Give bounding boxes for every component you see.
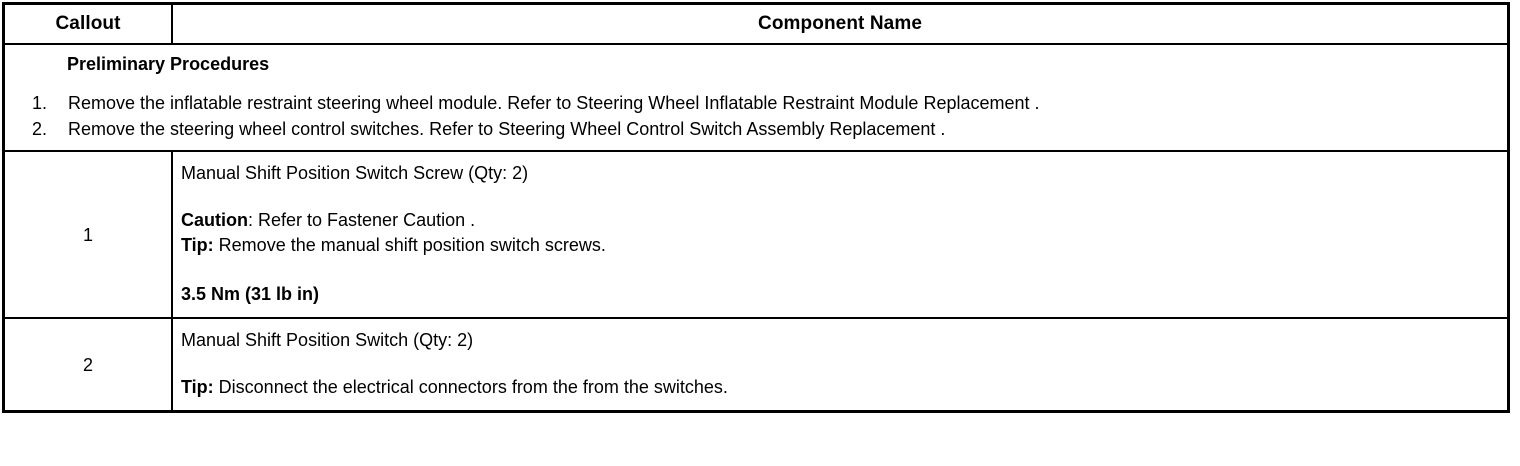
list-item: 2. Remove the steering wheel control swi… [5,116,1501,142]
callout-number-1: 1 [3,150,173,319]
caution-text: : Refer to Fastener Caution . [248,210,476,230]
spacer [181,353,1499,375]
torque-specification: 3.5 Nm (31 lb in) [181,284,320,304]
callout-component-table: Callout Component Name Preliminary Proce… [2,2,1510,413]
tip-line: Tip: Disconnect the electrical connector… [181,375,1499,400]
list-item: 1. Remove the inflatable restraint steer… [5,90,1501,116]
list-item-text: Remove the steering wheel control switch… [68,119,946,139]
tip-text: Remove the manual shift position switch … [213,235,606,255]
component-description-1: Manual Shift Position Switch Screw (Qty:… [171,150,1509,319]
caution-line: Caution: Refer to Fastener Caution . [181,208,1499,233]
preliminary-procedures-cell: Preliminary Procedures 1. Remove the inf… [3,43,1509,152]
table-row: 2 Manual Shift Position Switch (Qty: 2) … [3,317,1509,412]
preliminary-procedures-title: Preliminary Procedures [67,54,270,74]
component-name-text: Manual Shift Position Switch Screw (Qty:… [181,163,529,183]
column-header-callout: Callout [3,3,173,45]
component-name-text: Manual Shift Position Switch (Qty: 2) [181,330,474,350]
list-item-text: Remove the inflatable restraint steering… [68,93,1040,113]
table-row: 1 Manual Shift Position Switch Screw (Qt… [3,150,1509,319]
spacer [181,258,1499,282]
tip-line: Tip: Remove the manual shift position sw… [181,233,1499,258]
tip-label: Tip: [181,235,214,255]
preliminary-steps-list: 1. Remove the inflatable restraint steer… [5,90,1501,142]
table-header-row: Callout Component Name [3,3,1509,45]
preliminary-procedures-row: Preliminary Procedures 1. Remove the inf… [3,43,1509,152]
column-header-component-name: Component Name [171,3,1509,45]
callout-number-2: 2 [3,317,173,412]
component-description-2: Manual Shift Position Switch (Qty: 2) Ti… [171,317,1509,412]
list-item-number: 1. [32,93,48,113]
caution-label: Caution [181,210,248,230]
tip-label: Tip: [181,377,214,397]
spacer [181,186,1499,208]
list-item-number: 2. [32,119,48,139]
tip-text: Disconnect the electrical connectors fro… [213,377,728,397]
